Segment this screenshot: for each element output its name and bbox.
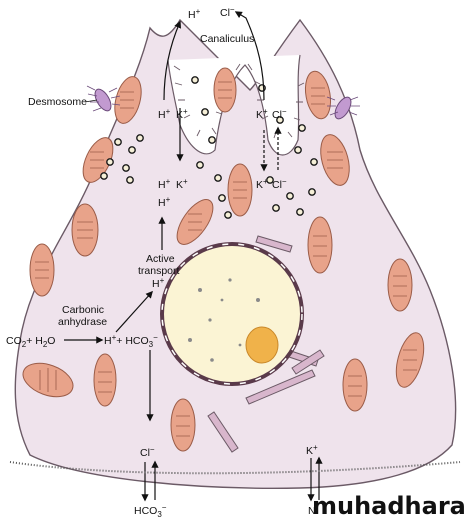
- k-bottom-label: K+: [306, 443, 318, 457]
- h-hco3-label: H++ HCO3−: [104, 333, 158, 349]
- mitochondria-cristae: [35, 81, 417, 437]
- k-right2-label: K+: [256, 177, 268, 191]
- k-left-label: K+: [176, 107, 188, 121]
- cl-right2-label: Cl−: [272, 177, 287, 191]
- co2-h2o-label: CO2+ H2O: [6, 335, 55, 349]
- h-active-label: H+: [152, 276, 165, 290]
- desmosome-left: [86, 85, 121, 112]
- h-mid-label: H+: [158, 195, 171, 209]
- h-top-label: H+: [188, 7, 201, 21]
- desmosome-right: [326, 96, 360, 120]
- cl-right-label: Cl−: [272, 107, 287, 121]
- cl-top-label: Cl−: [220, 5, 235, 19]
- k-right-label: K+: [256, 107, 268, 121]
- h-left2-label: H+: [158, 177, 171, 191]
- nucleus: [160, 242, 304, 386]
- k-left2-label: K+: [176, 177, 188, 191]
- carbonic-label-2: anhydrase: [58, 316, 107, 328]
- h-left-label: H+: [158, 107, 171, 121]
- secretory-granules: [100, 76, 318, 219]
- desmosome-label: Desmosome: [28, 96, 87, 108]
- desmosome-leader: [84, 99, 98, 103]
- hco3-bottom-label: HCO3−: [134, 503, 167, 519]
- watermark: muhadharaty.com: [312, 492, 465, 520]
- active-transport-label-2: transport: [138, 265, 180, 277]
- transport-arrows: [64, 11, 323, 502]
- endoplasmic-reticulum: [207, 235, 325, 453]
- cl-bottom-label: Cl−: [140, 445, 155, 459]
- nucleolus: [245, 326, 279, 364]
- canaliculus-label: Canaliculus: [200, 33, 254, 45]
- na-bottom-label: N: [308, 505, 316, 517]
- carbonic-label-1: Carbonic: [62, 304, 104, 316]
- active-transport-label-1: Active: [146, 253, 175, 265]
- basal-membrane: [9, 461, 461, 475]
